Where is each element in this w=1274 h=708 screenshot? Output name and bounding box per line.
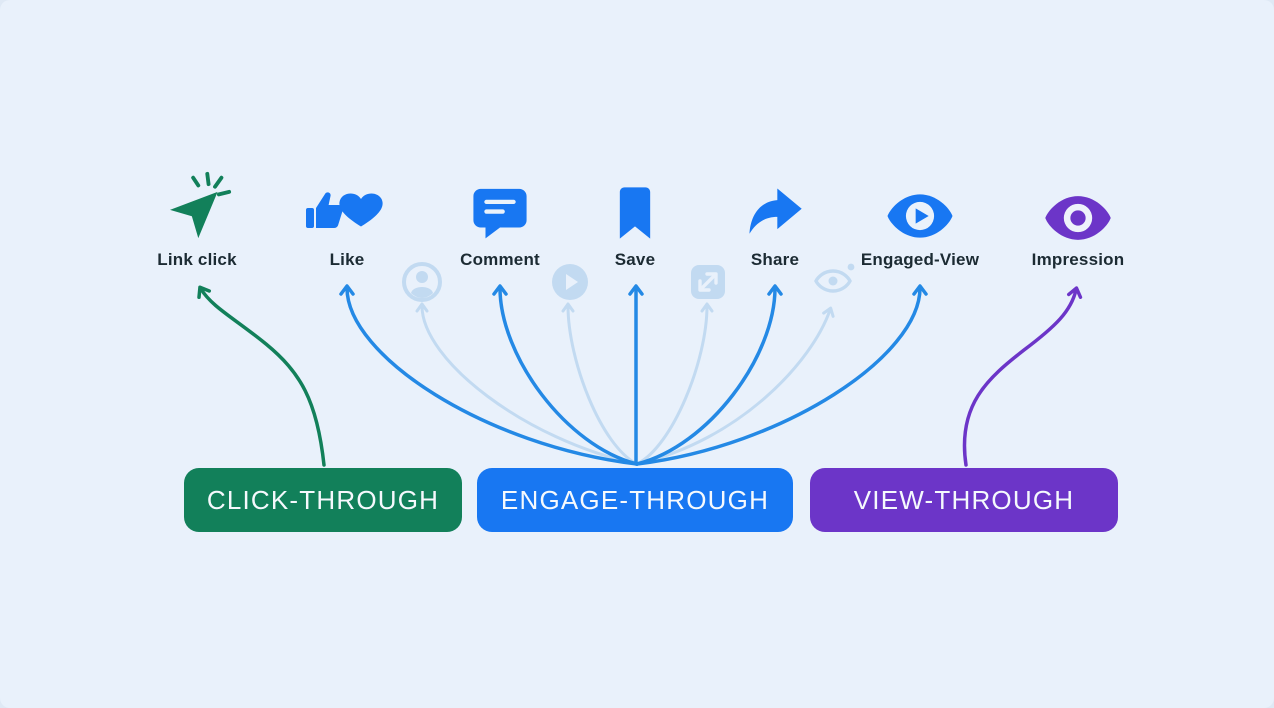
event-comment: Comment	[415, 170, 585, 270]
click-through-curve	[197, 285, 326, 467]
view-through-curve	[962, 286, 1083, 467]
event-label: Link click	[157, 250, 237, 269]
eye-play-icon	[885, 170, 955, 242]
event-share: Share	[690, 170, 860, 270]
event-save: Save	[550, 170, 720, 270]
event-label: Impression	[1031, 250, 1125, 269]
category-engage-through: ENGAGE-THROUGH	[477, 468, 793, 532]
category-view-through: VIEW-THROUGH	[810, 468, 1118, 532]
engage-curves	[339, 284, 928, 466]
eye-sparkle-icon	[812, 254, 860, 302]
category-label: ENGAGE-THROUGH	[500, 484, 770, 515]
bookmark-icon	[607, 170, 663, 242]
expand-arrows-icon	[684, 258, 732, 306]
eye-icon	[1043, 170, 1113, 242]
event-label: Engaged-View	[860, 250, 980, 269]
category-click-through: CLICK-THROUGH	[184, 468, 462, 532]
event-label: Comment	[460, 250, 540, 269]
faded-curves	[415, 302, 835, 466]
cursor-click-icon	[161, 170, 233, 242]
share-arrow-icon	[746, 170, 804, 242]
category-label: CLICK-THROUGH	[206, 484, 440, 515]
speech-bubble-icon	[471, 170, 529, 242]
event-like: Like	[262, 170, 432, 270]
play-circle-icon	[546, 258, 594, 306]
event-impression: Impression	[993, 170, 1163, 270]
event-label: Share	[750, 250, 800, 269]
category-label: VIEW-THROUGH	[853, 484, 1075, 515]
person-circle-icon	[398, 258, 446, 306]
event-link-click: Link click	[112, 170, 282, 270]
event-label: Save	[614, 250, 656, 269]
thumb-and-heart-icon	[304, 170, 390, 242]
event-label: Like	[329, 250, 365, 269]
event-engaged-view: Engaged-View	[835, 170, 1005, 270]
